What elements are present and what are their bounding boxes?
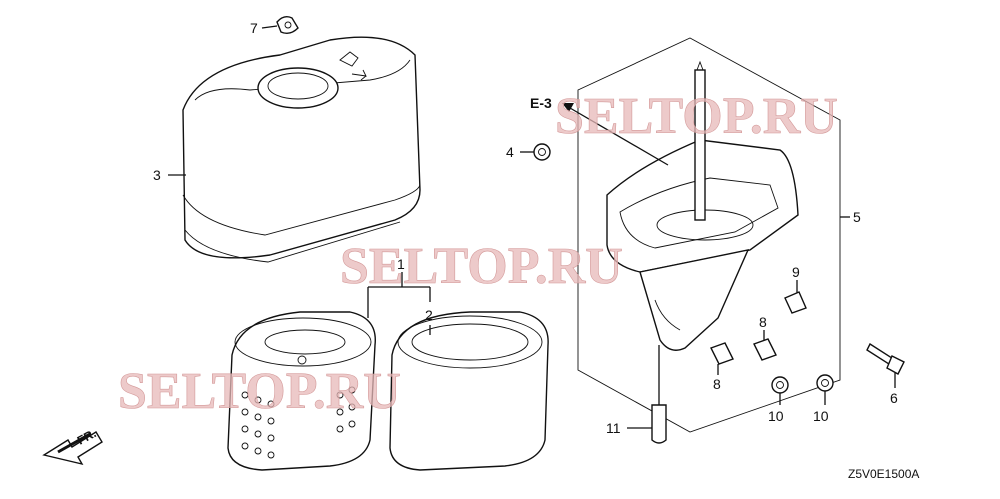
collar-8-right xyxy=(753,338,777,361)
callout-8-right: 8 xyxy=(759,314,767,330)
element-perforations xyxy=(241,386,356,459)
callout-10-right: 10 xyxy=(813,408,829,424)
callout-8-left: 8 xyxy=(713,376,721,392)
callout-6: 6 xyxy=(890,390,898,406)
callout-3: 3 xyxy=(153,167,161,183)
callout-1: 1 xyxy=(397,256,405,272)
nut-4 xyxy=(533,143,551,161)
wing-nut xyxy=(276,15,299,35)
collar-9 xyxy=(784,291,807,314)
reference-arrow-head xyxy=(562,103,574,112)
foam-pre-cleaner xyxy=(389,311,549,471)
reference-label: E-3 xyxy=(530,95,552,111)
air-cleaner-cover xyxy=(182,36,421,263)
collar-8-left xyxy=(710,342,734,365)
watermark-3: SELTOP.RU xyxy=(118,363,401,420)
callout-7: 7 xyxy=(250,20,258,36)
flange-nut-right xyxy=(816,374,834,392)
watermark-2: SELTOP.RU xyxy=(340,238,623,295)
callout-10-left: 10 xyxy=(768,408,784,424)
watermark-1: SELTOP.RU xyxy=(555,88,838,145)
front-arrow xyxy=(42,431,103,466)
callout-5: 5 xyxy=(853,209,861,225)
leader-lines xyxy=(168,25,896,429)
flange-bolt xyxy=(866,342,905,375)
callout-4: 4 xyxy=(506,144,514,160)
drawing-code: Z5V0E1500A xyxy=(848,467,919,481)
air-cleaner-case-outline xyxy=(577,37,841,433)
callout-2: 2 xyxy=(425,307,433,323)
drain-tube xyxy=(651,404,667,444)
callout-9: 9 xyxy=(792,264,800,280)
air-cleaner-case xyxy=(606,60,799,351)
air-cleaner-element xyxy=(227,311,376,471)
flange-nut-left xyxy=(771,376,789,394)
callout-11: 11 xyxy=(606,420,621,436)
